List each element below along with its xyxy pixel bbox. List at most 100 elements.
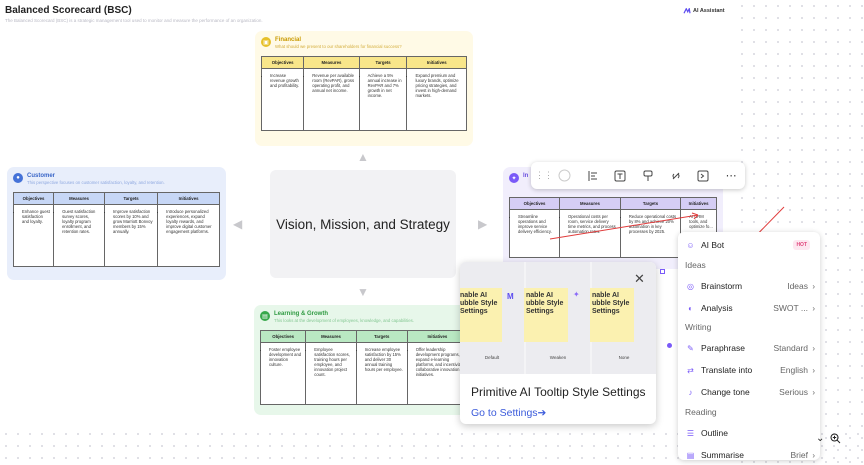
table-cell: Offer leadership development programs, e… — [406, 342, 469, 405]
style-label: Weaken — [549, 355, 567, 360]
learning-table: Objectives Measures Targets Initiatives … — [259, 330, 469, 405]
menu-item-ai-bot[interactable]: ☺ AI Bot HOT — [678, 234, 820, 256]
arrow-down-icon: ▼ — [357, 285, 369, 299]
ai-context-menu: ☺ AI Bot HOT Ideas ◎ Brainstorm Ideas › … — [678, 232, 820, 460]
drag-handle-icon[interactable]: ⋮⋮ — [535, 170, 553, 180]
ai-assistant-button[interactable]: AI Assistant — [683, 8, 725, 14]
analysis-icon: ◐ — [688, 303, 693, 313]
financial-desc: What should we present to our shareholde… — [275, 44, 402, 49]
arrow-up-icon: ▲ — [357, 150, 369, 164]
ai-logo-icon — [683, 8, 691, 14]
book-icon: ▤ — [260, 311, 270, 321]
close-icon[interactable]: ✕ — [634, 271, 645, 286]
table-cell: Reduce operational costs by 8% and achie… — [619, 209, 682, 258]
customer-desc: This perspective focuses on customer sat… — [27, 180, 165, 185]
financial-card[interactable]: ▣ Financial What should we present to ou… — [255, 31, 473, 146]
menu-item-translate[interactable]: ⇄ Translate into English › — [687, 365, 815, 375]
chevron-right-icon: › — [812, 387, 815, 397]
tooltip-settings-popover: nable AI ubble Style Settings M Default … — [460, 262, 656, 424]
arrow-right-icon: ▶ — [478, 217, 488, 231]
menu-item-outline[interactable]: ☰ Outline — [686, 428, 728, 438]
customer-table: Objectives Measures Targets Initiatives … — [12, 192, 220, 267]
style-label: None — [618, 355, 630, 360]
shape-circle-icon[interactable] — [551, 162, 579, 189]
code-block-icon[interactable] — [690, 162, 718, 189]
summarise-icon: ▤ — [686, 450, 695, 460]
page-subtitle: The Balanced Scorecard (BSC) is a strate… — [5, 18, 263, 23]
outline-icon: ☰ — [686, 428, 695, 438]
learning-card[interactable]: ▤ Learning & Growth This looks at the de… — [254, 305, 474, 415]
col-header: Targets — [104, 192, 159, 205]
user-icon: ● — [13, 173, 23, 183]
style-preview: nable AI ubble Style Settings M Default … — [460, 262, 656, 374]
menu-item-analysis[interactable]: ◐ Analysis SWOT ... › — [678, 297, 820, 319]
preview-default[interactable]: nable AI ubble Style Settings M Default — [460, 262, 524, 374]
vision-mission-box[interactable]: Vision, Mission, and Strategy — [270, 170, 456, 278]
chevron-right-icon: › — [812, 303, 815, 313]
chevron-right-icon: › — [812, 450, 815, 460]
selection-dot — [667, 343, 672, 348]
arrow-right-icon: ➔ — [537, 407, 547, 419]
text-icon[interactable] — [606, 162, 634, 189]
col-header: Measures — [303, 56, 360, 69]
learning-title: Learning & Growth — [274, 311, 328, 317]
wallet-icon: ▣ — [261, 37, 271, 47]
financial-title: Financial — [275, 37, 302, 43]
translate-icon: ⇄ — [687, 365, 694, 375]
table-cell: Increase employee satisfaction by 15% an… — [355, 342, 408, 405]
gear-icon: ✦ — [509, 173, 519, 183]
col-header: Objectives — [260, 56, 305, 69]
zoom-controls: ⌄ — [816, 433, 841, 444]
page-title: Balanced Scorecard (BSC) — [5, 5, 132, 16]
menu-item-brainstorm[interactable]: ◎ Brainstorm Ideas › — [687, 281, 815, 291]
customer-title: Customer — [27, 173, 56, 179]
table-cell: Introduce personalized experiences, expa… — [157, 204, 220, 267]
financial-table: Objectives Measures Targets Initiatives … — [260, 56, 467, 131]
link-icon[interactable] — [662, 162, 690, 189]
paraphrase-icon: ✎ — [687, 343, 694, 353]
col-header: Objectives — [259, 330, 307, 343]
table-cell: Expand premium and luxury brands, optimi… — [406, 68, 467, 131]
section-reading: Reading — [685, 407, 717, 417]
chevron-right-icon: › — [812, 281, 815, 291]
col-header: Initiatives — [406, 330, 469, 343]
ai-bot-icon: ☺ — [686, 240, 695, 250]
internal-title: In — [523, 173, 529, 179]
more-icon[interactable]: ⋯ — [725, 170, 737, 182]
brainstorm-icon: ◎ — [687, 281, 694, 291]
align-icon[interactable] — [579, 162, 607, 189]
col-header: Measures — [53, 192, 106, 205]
zoom-in-icon[interactable] — [830, 433, 841, 444]
col-header: Targets — [355, 330, 408, 343]
customer-card[interactable]: ● Customer This perspective focuses on c… — [7, 167, 226, 280]
chevron-right-icon: › — [812, 343, 815, 353]
col-header: Initiatives — [406, 56, 467, 69]
sticky-note: nable AI ubble Style Settings — [590, 288, 634, 342]
preview-none[interactable]: nable AI ubble Style Settings None — [590, 262, 656, 374]
chevron-down-icon[interactable]: ⌄ — [816, 433, 825, 444]
arrow-left-icon: ◀ — [233, 217, 243, 231]
table-cell: Improve satisfaction scores by 10% and g… — [104, 204, 159, 267]
table-cell: Employee satisfaction scores, training h… — [305, 342, 357, 405]
selection-handle[interactable] — [660, 269, 665, 274]
go-to-settings-link[interactable]: Go to Settings➔ — [471, 407, 547, 419]
menu-item-change-tone[interactable]: ♪ Change tone Serious › — [678, 381, 820, 403]
menu-item-summarise[interactable]: ▤ Summarise Brief › — [686, 450, 815, 460]
col-header: Objectives — [12, 192, 55, 205]
menu-item-paraphrase[interactable]: ✎ Paraphrase Standard › — [687, 343, 815, 353]
floating-toolbar: ⋮⋮ ⋯ — [531, 162, 745, 189]
format-painter-icon[interactable] — [634, 162, 662, 189]
sticky-note: nable AI ubble Style Settings — [524, 288, 568, 342]
col-header: Measures — [305, 330, 357, 343]
section-ideas: Ideas — [685, 260, 706, 270]
table-cell: Streamline operations and improve servic… — [508, 209, 561, 258]
sticky-note: nable AI ubble Style Settings — [460, 288, 502, 342]
section-writing: Writing — [685, 322, 712, 332]
ai-assistant-label: AI Assistant — [693, 8, 725, 14]
learning-desc: This looks at the development of employe… — [274, 318, 414, 323]
tone-icon: ♪ — [688, 387, 693, 397]
preview-weaken[interactable]: nable AI ubble Style Settings ✦ Weaken — [524, 262, 590, 374]
sparkle-icon: ✦ — [573, 290, 580, 299]
tooltip-title: Primitive AI Tooltip Style Settings — [471, 385, 646, 399]
col-header: Targets — [358, 56, 408, 69]
